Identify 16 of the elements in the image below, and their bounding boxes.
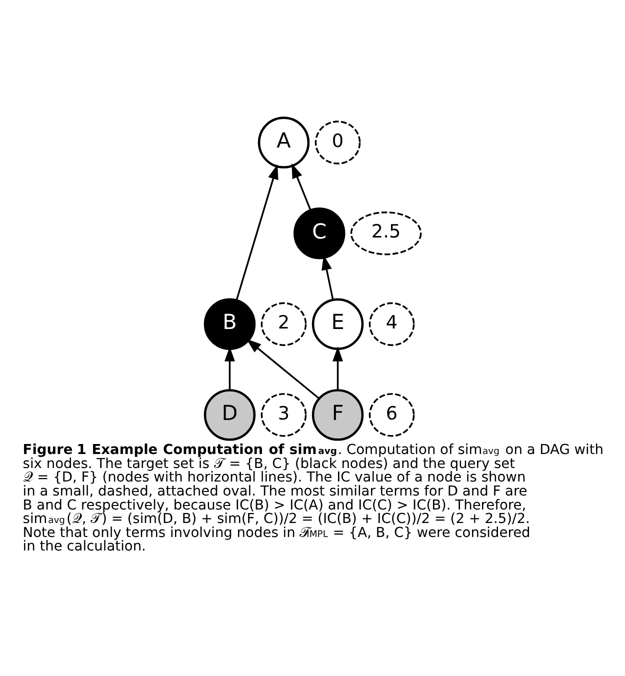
node-circle: E <box>311 298 364 350</box>
arrow <box>246 338 319 399</box>
node-label: 2 <box>277 312 290 333</box>
node-circle: B <box>203 298 256 350</box>
node-circle: C <box>293 206 345 259</box>
node-circle: F <box>311 388 364 440</box>
node-circle: D <box>203 388 256 440</box>
node-label: 6 <box>385 402 398 424</box>
node-label: 0 <box>331 130 344 152</box>
node-circle: A <box>257 116 310 168</box>
node-label: 3 <box>277 402 290 424</box>
node-label: 2.5 <box>370 221 400 242</box>
node-label: 4 <box>385 312 398 333</box>
arrow <box>291 162 311 210</box>
arrow <box>235 164 278 300</box>
arrow <box>332 346 342 390</box>
